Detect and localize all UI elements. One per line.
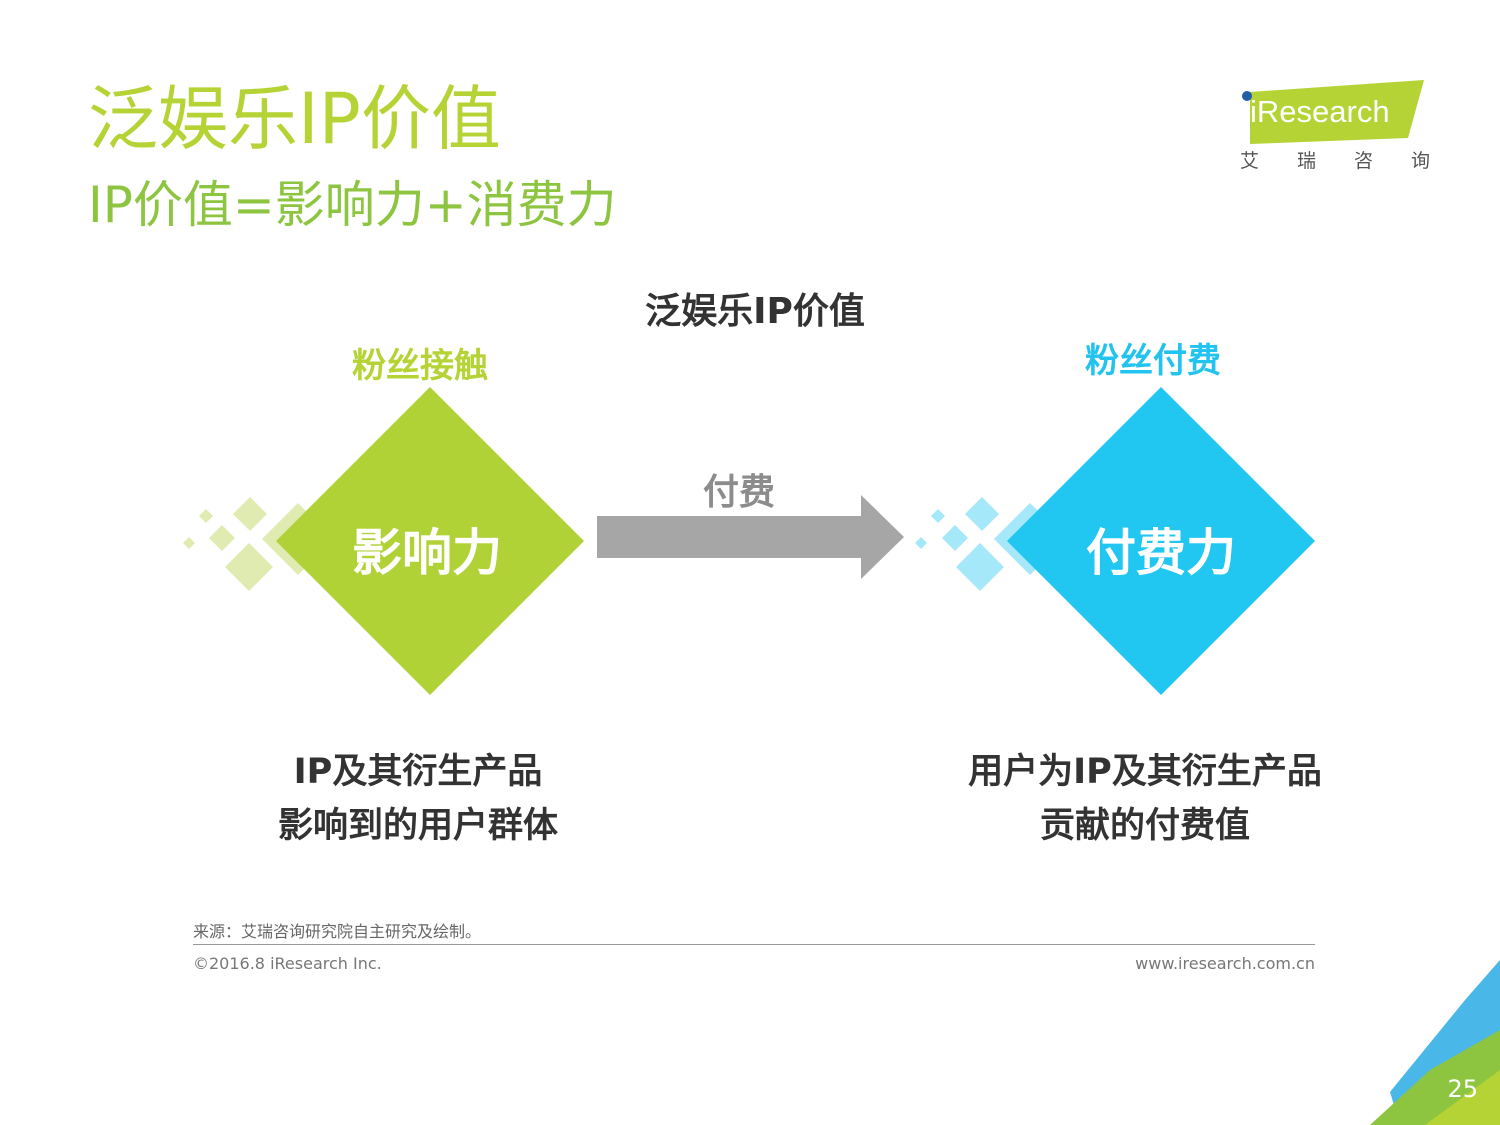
page-number: 25 bbox=[1447, 1075, 1478, 1103]
page-title: 泛娱乐IP价值 bbox=[88, 78, 501, 160]
payment-power-diamond bbox=[1007, 387, 1315, 695]
left-description-line1: IP及其衍生产品 bbox=[293, 752, 543, 792]
influence-diamond bbox=[276, 387, 584, 695]
right-description-line2: 贡献的付费值 bbox=[1039, 806, 1250, 846]
logo-chinese-text: 艾 瑞 咨 询 bbox=[1240, 146, 1430, 173]
website: www.iresearch.com.cn bbox=[1135, 954, 1315, 973]
decor-diamond bbox=[209, 525, 235, 551]
iresearch-logo: iResearch bbox=[1242, 80, 1424, 144]
page-subtitle: IP价值=影响力+消费力 bbox=[88, 176, 617, 234]
influence-text: 影响力 bbox=[352, 524, 502, 582]
left-top-label: 粉丝接触 bbox=[352, 346, 488, 386]
logo-char: 咨 bbox=[1353, 150, 1373, 172]
right-description: 用户为IP及其衍生产品 贡献的付费值 bbox=[945, 745, 1345, 853]
decor-diamond bbox=[956, 543, 1004, 591]
decor-diamond bbox=[225, 543, 273, 591]
left-description: IP及其衍生产品 影响到的用户群体 bbox=[218, 745, 618, 853]
payment-power-text: 付费力 bbox=[1086, 524, 1236, 582]
decor-diamond bbox=[199, 509, 213, 523]
logo-char: 艾 bbox=[1240, 150, 1260, 172]
logo-brand-text: iResearch bbox=[1250, 94, 1390, 129]
right-top-label: 粉丝付费 bbox=[1085, 341, 1221, 381]
corner-decoration bbox=[1370, 960, 1500, 1125]
logo-char: 瑞 bbox=[1296, 150, 1316, 172]
decor-diamond bbox=[942, 525, 968, 551]
copyright: ©2016.8 iResearch Inc. bbox=[193, 954, 382, 973]
decor-diamond bbox=[183, 537, 195, 549]
decor-diamond bbox=[931, 509, 945, 523]
footer-divider bbox=[193, 944, 1315, 945]
left-description-line2: 影响到的用户群体 bbox=[277, 806, 558, 846]
decor-diamond bbox=[965, 497, 999, 531]
source-note: 来源：艾瑞咨询研究院自主研究及绘制。 bbox=[193, 922, 482, 941]
right-description-line1: 用户为IP及其衍生产品 bbox=[968, 752, 1322, 792]
decor-diamond bbox=[233, 497, 267, 531]
logo-char: 询 bbox=[1410, 150, 1430, 172]
arrow-label: 付费 bbox=[703, 472, 776, 513]
decor-diamond bbox=[915, 537, 927, 549]
pay-arrow bbox=[597, 495, 904, 579]
diagram-title: 泛娱乐IP价值 bbox=[645, 291, 865, 332]
